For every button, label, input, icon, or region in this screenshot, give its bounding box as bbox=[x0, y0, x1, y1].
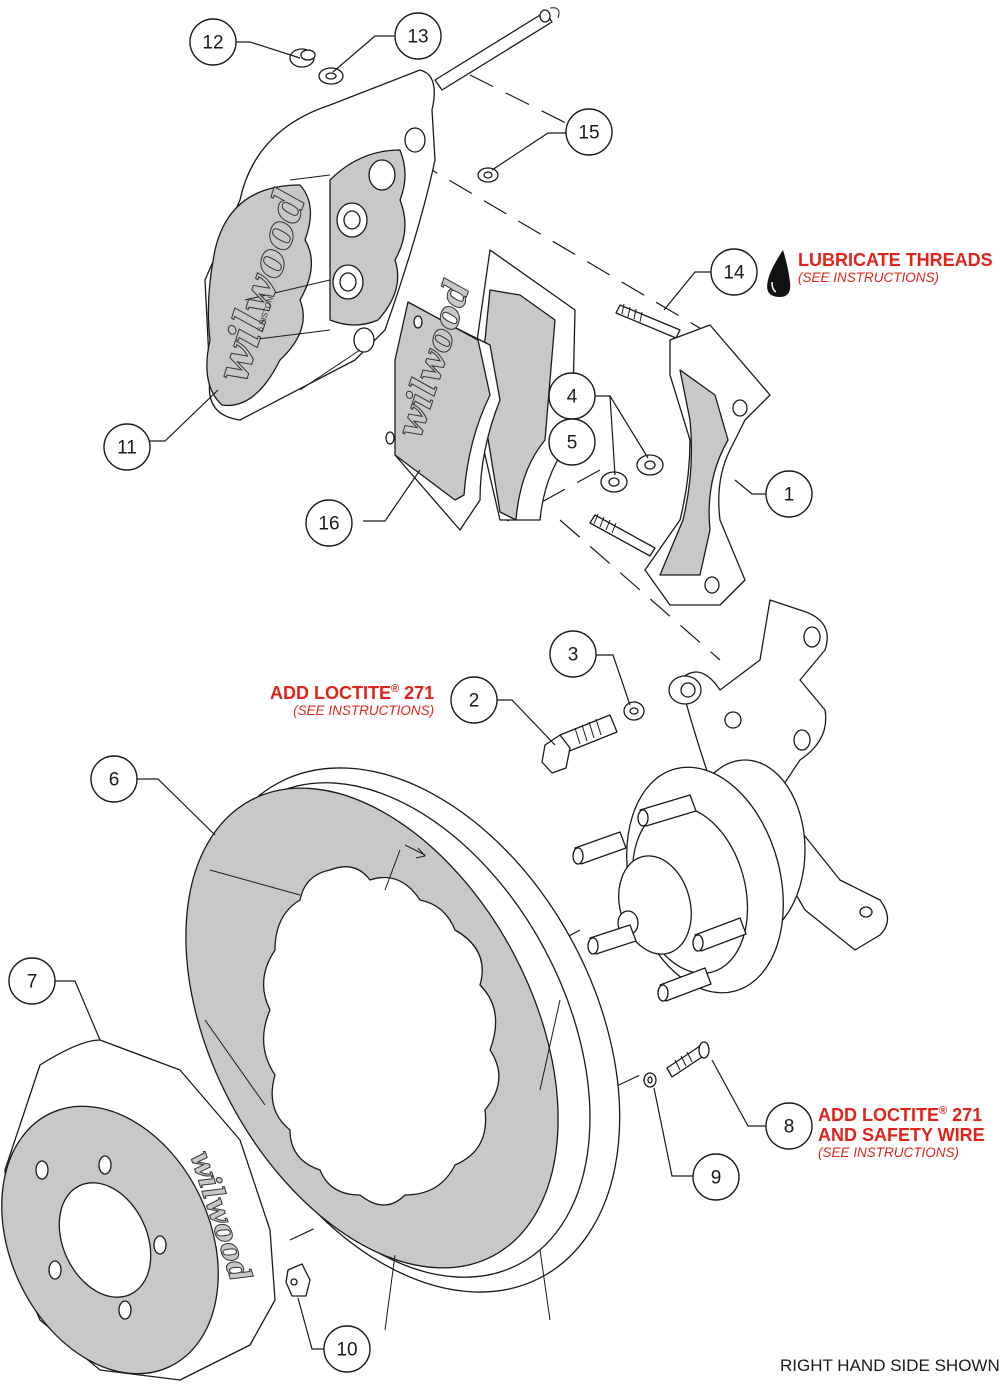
oil-drop-icon bbox=[767, 250, 791, 298]
rotor-hat: wilwood bbox=[1, 1039, 276, 1381]
svg-text:2: 2 bbox=[469, 691, 480, 712]
t-nut bbox=[285, 1263, 311, 1297]
callout-15: 15 bbox=[565, 108, 613, 156]
callout-14: 14 bbox=[710, 248, 758, 296]
svg-text:12: 12 bbox=[202, 33, 223, 54]
pad-retainer-washer bbox=[318, 67, 344, 85]
svg-text:5: 5 bbox=[567, 433, 578, 454]
note-loctite-bracket-main: ADD LOCTITE bbox=[270, 683, 391, 703]
rotor-washer bbox=[643, 1072, 657, 1088]
note-lubricate-sub: (SEE INSTRUCTIONS) bbox=[798, 270, 940, 285]
svg-text:14: 14 bbox=[723, 263, 745, 284]
svg-text:9: 9 bbox=[711, 1168, 722, 1189]
bracket-stud-lower bbox=[589, 513, 656, 557]
callout-6: 6 bbox=[90, 755, 138, 803]
note-loctite-rotor-sub: (SEE INSTRUCTIONS) bbox=[818, 1145, 960, 1160]
callout-5: 5 bbox=[548, 418, 596, 466]
callout-13: 13 bbox=[394, 12, 442, 60]
caliper-stud bbox=[615, 303, 681, 339]
note-loctite-rotor-line2: AND SAFETY WIRE bbox=[818, 1125, 985, 1145]
callout-9: 9 bbox=[692, 1153, 740, 1201]
note-lubricate-main: LUBRICATE THREADS bbox=[798, 250, 993, 270]
svg-text:7: 7 bbox=[27, 972, 38, 993]
brake-pads: wilwood bbox=[385, 249, 576, 531]
svg-text:1: 1 bbox=[784, 485, 795, 506]
callout-3: 3 bbox=[549, 630, 597, 678]
svg-text:8: 8 bbox=[784, 1117, 795, 1138]
steering-knuckle bbox=[668, 599, 889, 951]
caliper-washer bbox=[477, 167, 499, 183]
caliper-bracket bbox=[644, 324, 771, 606]
bracket-bolt bbox=[541, 714, 618, 774]
pad-retainer-pin bbox=[434, 7, 560, 91]
caliper: wilwood 6 PISTON bbox=[204, 69, 436, 421]
registered-mark: ® bbox=[391, 683, 400, 695]
note-lubricate-threads: LUBRICATE THREADS (SEE INSTRUCTIONS) bbox=[798, 250, 993, 286]
callout-4: 4 bbox=[548, 372, 596, 420]
leader-lines bbox=[55, 35, 770, 1350]
callout-10: 10 bbox=[323, 1325, 371, 1373]
note-loctite-rotor: ADD LOCTITE® 271 AND SAFETY WIRE (SEE IN… bbox=[818, 1101, 985, 1161]
svg-text:4: 4 bbox=[567, 387, 578, 408]
svg-text:6: 6 bbox=[109, 770, 120, 791]
callout-1: 1 bbox=[765, 470, 813, 518]
bracket-washer bbox=[623, 701, 645, 721]
callout-2: 2 bbox=[450, 676, 498, 724]
svg-text:16: 16 bbox=[318, 514, 339, 535]
pad-retainer-nut bbox=[289, 48, 316, 68]
callout-7: 7 bbox=[8, 957, 56, 1005]
rotor bbox=[185, 767, 621, 1331]
note-loctite-rotor-main: ADD LOCTITE bbox=[818, 1105, 939, 1125]
svg-text:3: 3 bbox=[568, 645, 579, 666]
callout-16: 16 bbox=[305, 499, 353, 547]
note-loctite-bracket-tail: 271 bbox=[399, 683, 435, 703]
footer-caption: RIGHT HAND SIDE SHOWN bbox=[780, 1356, 1000, 1375]
svg-text:10: 10 bbox=[336, 1340, 357, 1361]
svg-text:15: 15 bbox=[578, 123, 599, 144]
note-loctite-bracket: ADD LOCTITE® 271 (SEE INSTRUCTIONS) bbox=[270, 679, 434, 719]
rotor-bolt bbox=[666, 1041, 710, 1078]
wheel-hub bbox=[572, 759, 806, 1002]
svg-text:13: 13 bbox=[407, 27, 428, 48]
svg-text:11: 11 bbox=[117, 438, 137, 459]
registered-mark: ® bbox=[939, 1105, 948, 1117]
callout-8: 8 bbox=[765, 1102, 813, 1150]
callout-12: 12 bbox=[189, 18, 237, 66]
note-loctite-rotor-tail: 271 bbox=[947, 1105, 983, 1125]
note-loctite-bracket-sub: (SEE INSTRUCTIONS) bbox=[293, 703, 435, 718]
shim-washers bbox=[600, 454, 664, 493]
callout-11: 11 bbox=[103, 423, 151, 471]
